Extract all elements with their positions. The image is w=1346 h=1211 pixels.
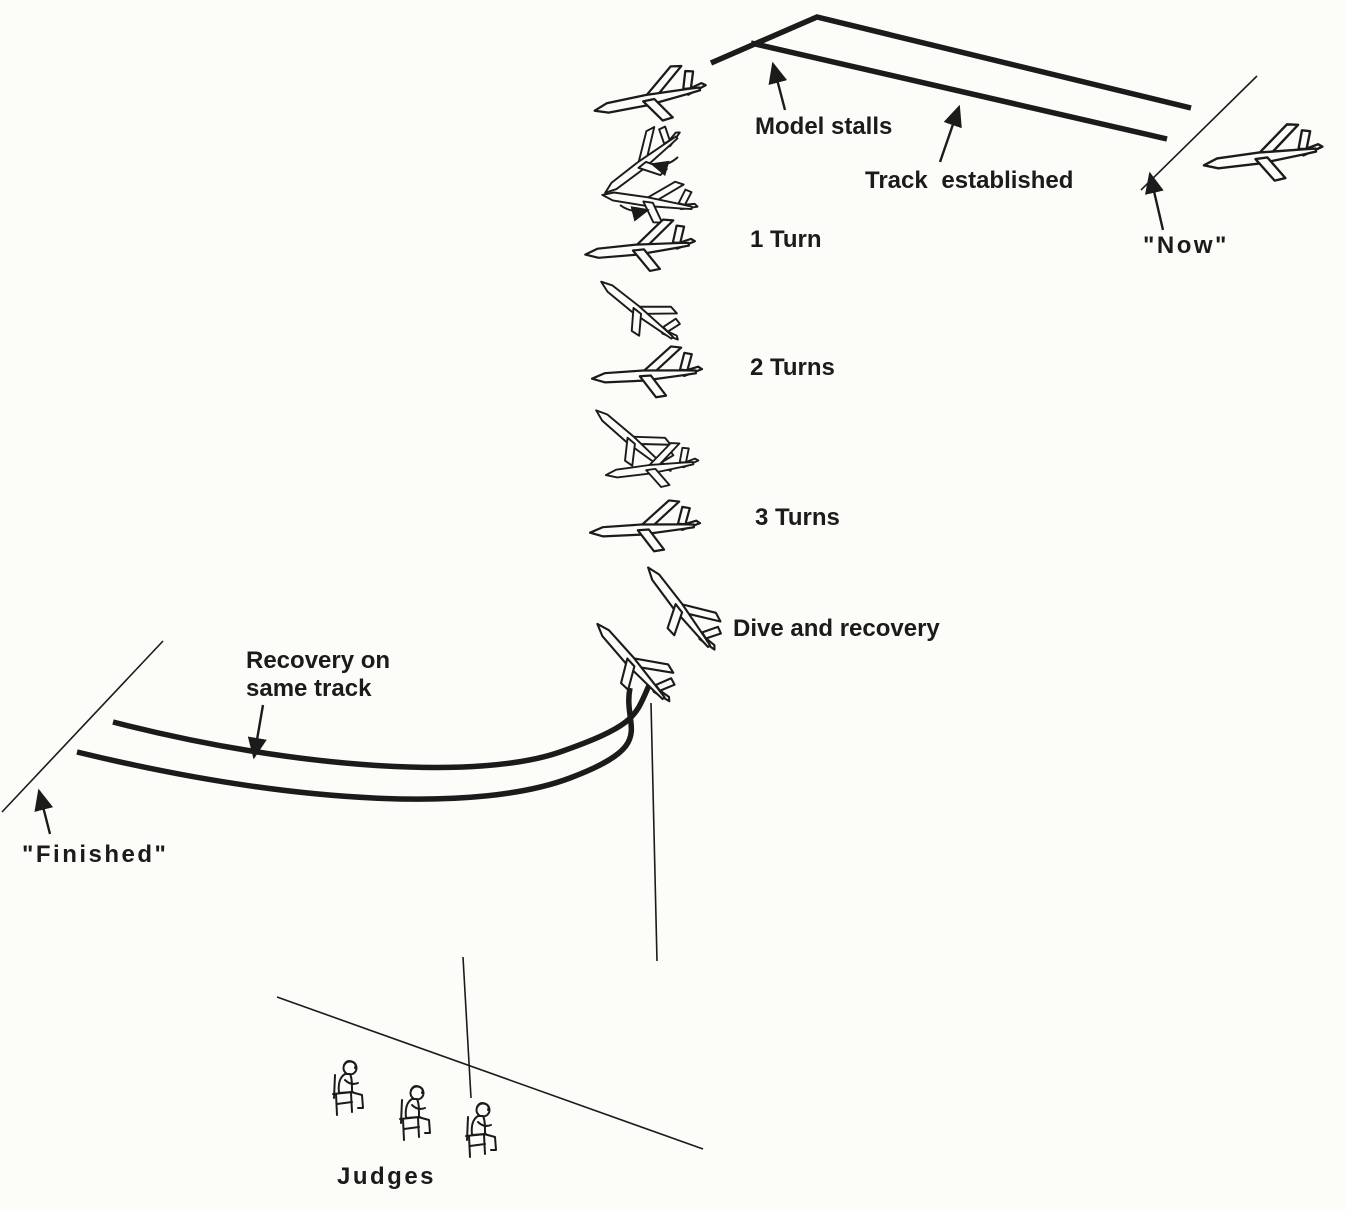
label-recovery-line1: Recovery on xyxy=(246,647,390,674)
spin-plane-icon xyxy=(587,58,713,136)
label-1-turn: 1 Turn xyxy=(750,226,822,253)
ground-line xyxy=(276,996,704,1150)
label-judges: Judges xyxy=(337,1163,436,1190)
pointer-arrows xyxy=(34,61,1165,835)
judge-figure-icon xyxy=(399,1085,431,1141)
vertical-drop-line xyxy=(650,702,658,962)
labels: Model stalls Track established "Now" 1 T… xyxy=(22,113,1229,1190)
recovery-upper-line xyxy=(112,679,654,771)
spin-rotation-arrow-icon xyxy=(619,204,650,222)
lower-vertical-line xyxy=(462,956,472,1099)
label-dive-recovery: Dive and recovery xyxy=(733,615,940,642)
spin-plane-icon xyxy=(587,262,693,358)
model-airplane-icon xyxy=(1198,118,1328,192)
spin-sequence xyxy=(579,58,735,719)
recovery-arrow-icon xyxy=(247,704,267,760)
dive-plane-icon xyxy=(629,550,735,666)
judges-group xyxy=(332,1060,497,1158)
label-finished: "Finished" xyxy=(22,841,168,868)
now-arrow-icon xyxy=(1144,171,1165,231)
judge-figure-icon xyxy=(465,1102,497,1158)
track-established-arrow-icon xyxy=(938,104,962,163)
now-reference-line xyxy=(1140,75,1258,191)
label-recovery-line2: same track xyxy=(246,675,372,702)
label-now: "Now" xyxy=(1143,232,1229,259)
track-established-lines xyxy=(709,14,1192,142)
spin-plane-icon xyxy=(589,343,705,403)
track-upper-line xyxy=(709,14,1192,111)
spin-plane-icon xyxy=(581,215,699,279)
judge-figure-icon xyxy=(332,1060,364,1116)
label-2-turns: 2 Turns xyxy=(750,354,835,381)
spin-plane-icon xyxy=(601,438,703,496)
spin-rotation-arrow-icon xyxy=(650,156,679,177)
spin-plane-icon xyxy=(587,497,703,557)
finished-arrow-icon xyxy=(34,788,54,835)
track-lower-line xyxy=(750,40,1168,142)
label-track-established: Track established xyxy=(865,167,1073,194)
label-3-turns: 3 Turns xyxy=(755,504,840,531)
model-stalls-arrow-icon xyxy=(768,61,788,111)
recovery-lower-line xyxy=(76,687,635,802)
reference-lines xyxy=(1,75,1258,1150)
label-model-stalls: Model stalls xyxy=(755,113,892,140)
recovery-track-lines xyxy=(76,679,654,802)
finished-reference-line xyxy=(1,640,164,813)
